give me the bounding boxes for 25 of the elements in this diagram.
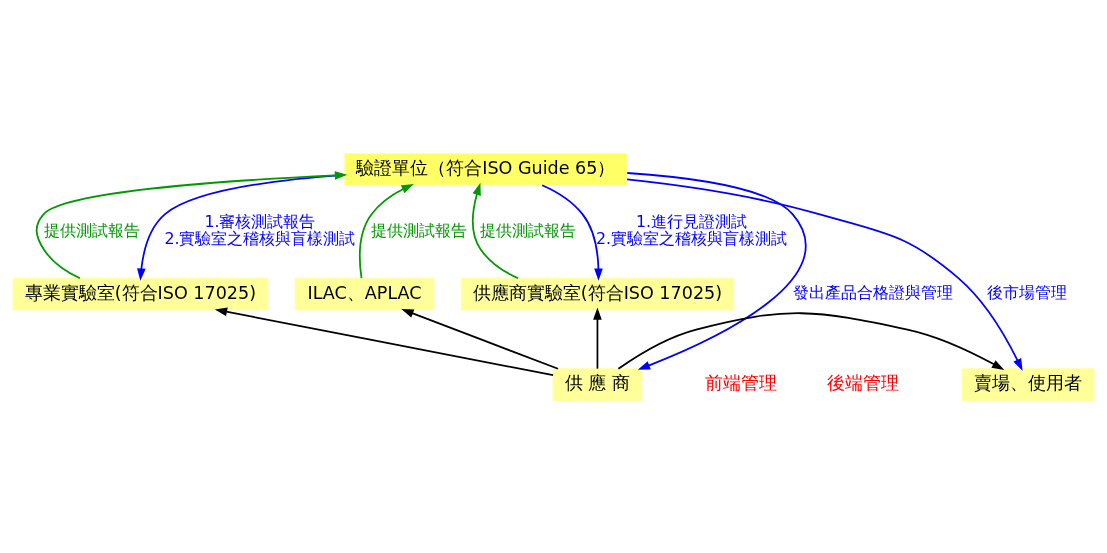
arrow bbox=[617, 311, 1005, 370]
node-box: 供 應 商 bbox=[552, 367, 643, 401]
edge-label: 提供測試報告 bbox=[480, 220, 577, 240]
arrow bbox=[471, 182, 519, 279]
node-box: 驗證單位（符合ISO Guide 65） bbox=[344, 152, 628, 186]
arrow bbox=[541, 183, 603, 281]
arrow bbox=[401, 308, 559, 370]
arrow bbox=[359, 183, 414, 279]
label: 後端管理 bbox=[826, 372, 899, 393]
node-box: 賣場、使用者 bbox=[961, 367, 1095, 401]
arrow bbox=[35, 170, 348, 279]
arrow bbox=[214, 307, 554, 376]
arrow bbox=[593, 306, 602, 370]
edge-label: 1.進行見證測試 2.實驗室之稽核與盲樣測試 bbox=[595, 211, 788, 248]
label: 前端管理 bbox=[704, 372, 777, 393]
node-box: ILAC、APLAC bbox=[294, 277, 435, 310]
edge-label: 發出產品合格證與管理 bbox=[792, 282, 953, 302]
edge-label: 1.審核測試報告 2.實驗室之稽核與盲樣測試 bbox=[164, 211, 356, 248]
arrow bbox=[626, 178, 1023, 371]
arrow bbox=[626, 171, 807, 370]
node-box: 供應商實驗室(符合ISO 17025) bbox=[460, 277, 735, 310]
edge-label: 後市場管理 bbox=[986, 282, 1067, 302]
node-box: 專業實驗室(符合ISO 17025) bbox=[12, 277, 269, 310]
edge-label: 提供測試報告 bbox=[371, 220, 468, 240]
edge-label: 提供測試報告 bbox=[43, 220, 140, 240]
